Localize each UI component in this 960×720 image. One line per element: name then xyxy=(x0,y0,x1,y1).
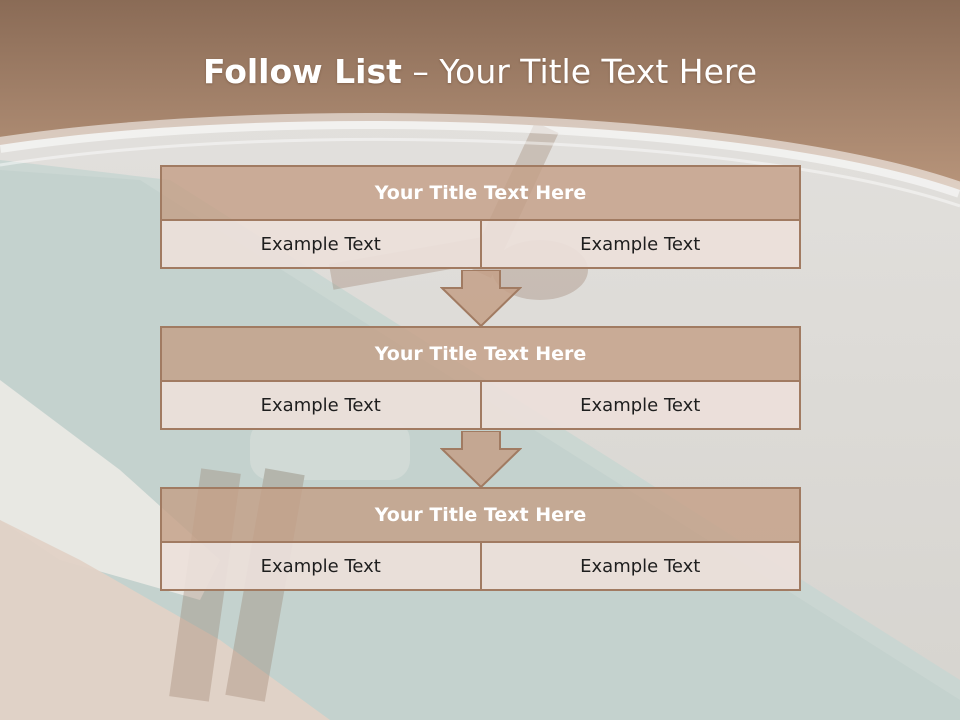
list-block-2: Your Title Text Here Example Text Exampl… xyxy=(160,326,801,430)
block-title: Your Title Text Here xyxy=(160,326,801,382)
list-block-3: Your Title Text Here Example Text Exampl… xyxy=(160,487,801,591)
down-arrow-icon xyxy=(440,431,522,489)
block-cell-left: Example Text xyxy=(160,541,482,591)
block-cell-left: Example Text xyxy=(160,219,482,269)
slide-title-rest: – Your Title Text Here xyxy=(401,52,758,91)
sand-shape xyxy=(0,520,330,720)
block-title: Your Title Text Here xyxy=(160,165,801,221)
arc-highlight xyxy=(0,113,960,198)
down-arrow-icon xyxy=(440,270,522,328)
header-band xyxy=(0,0,960,190)
block-cell-right: Example Text xyxy=(479,380,801,430)
block-row: Example Text Example Text xyxy=(160,219,801,269)
block-cell-right: Example Text xyxy=(479,541,801,591)
slide-title: Follow List – Your Title Text Here xyxy=(0,52,960,91)
block-row: Example Text Example Text xyxy=(160,380,801,430)
block-cell-left: Example Text xyxy=(160,380,482,430)
block-title: Your Title Text Here xyxy=(160,487,801,543)
list-block-1: Your Title Text Here Example Text Exampl… xyxy=(160,165,801,269)
block-row: Example Text Example Text xyxy=(160,541,801,591)
slide-title-bold: Follow List xyxy=(202,52,402,91)
block-cell-right: Example Text xyxy=(479,219,801,269)
